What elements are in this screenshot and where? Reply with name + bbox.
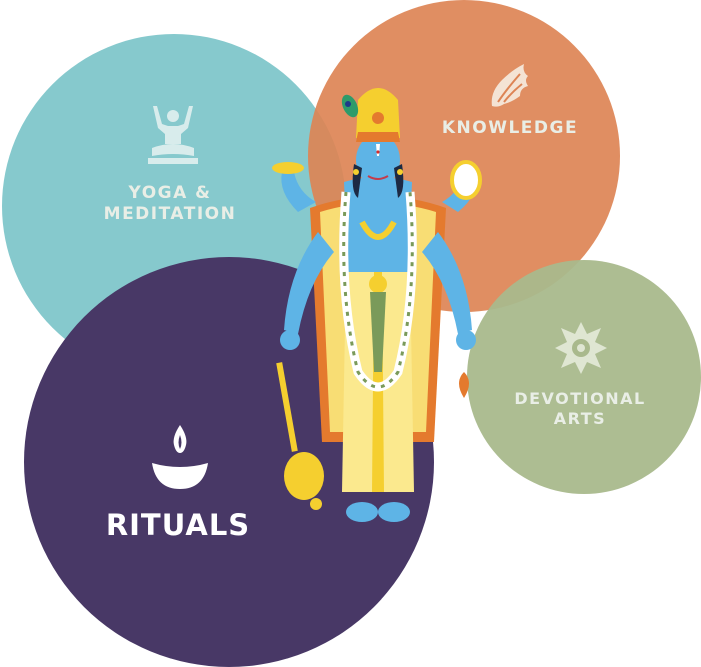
- rituals-label: RITUALS: [105, 508, 251, 542]
- flower-star-icon: [555, 322, 607, 374]
- yoga-meditation-label: YOGA & MEDITATION: [80, 183, 260, 226]
- yoga-label-line2: MEDITATION: [103, 204, 237, 225]
- devotional-label-line2: ARTS: [553, 409, 607, 428]
- knowledge-label: KNOWLEDGE: [441, 118, 579, 138]
- yoga-label-line1: YOGA &: [128, 183, 212, 203]
- devotional-arts-label: DEVOTIONAL ARTS: [490, 389, 670, 429]
- meditation-figure-icon: [148, 106, 198, 164]
- devotional-label-line1: DEVOTIONAL: [514, 389, 646, 408]
- vishnu-illustration: [272, 88, 482, 522]
- devotional-arts-circle[interactable]: [467, 260, 701, 494]
- diya-lamp-icon: [152, 425, 208, 489]
- conch-shell-icon: [491, 64, 528, 107]
